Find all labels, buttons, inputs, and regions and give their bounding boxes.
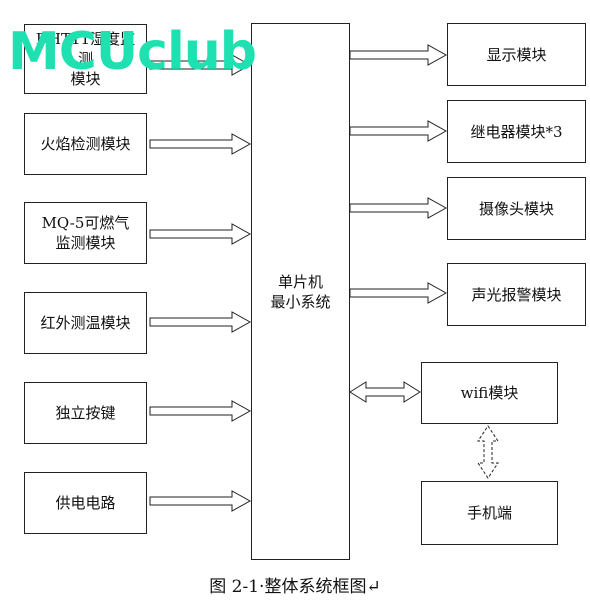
input-module-infrared: 红外测温模块 (24, 292, 147, 354)
input-module-dht11: DHT11湿度监测 模块 (24, 24, 147, 94)
input-module-line1: 供电电路 (55, 494, 116, 512)
mcu-minimum-system: 单片机 最小系统 (251, 23, 350, 560)
input-module-line2: 监测模块 (55, 234, 116, 252)
input-module-line1: 红外测温模块 (40, 314, 131, 332)
arrow-keys-to-mcu (149, 400, 252, 422)
mcu-line1: 单片机 (277, 272, 323, 291)
wifi-module-label: wifi模块 (460, 384, 519, 402)
output-module-alarm: 声光报警模块 (447, 263, 586, 326)
mcu-line2: 最小系统 (270, 292, 331, 311)
arrow-infrared-to-mcu (149, 311, 252, 333)
figure-caption: 图 2-1·整体系统框图↵ (209, 577, 381, 597)
arrow-mcu-to-display (349, 44, 448, 66)
arrow-mcu-wifi-bidirectional (349, 381, 421, 403)
output-module-display: 显示模块 (447, 23, 586, 86)
input-module-flame: 火焰检测模块 (24, 113, 147, 175)
phone-terminal-label: 手机端 (466, 504, 512, 522)
output-module-label: 继电器模块*3 (470, 122, 563, 141)
output-module-camera: 摄像头模块 (447, 177, 586, 240)
input-module-line1: DHT11湿度监测 (35, 30, 136, 68)
arrow-power-to-mcu (149, 490, 252, 512)
input-module-line1: MQ-5可燃气 (41, 214, 130, 232)
arrow-mcu-to-camera (349, 197, 448, 219)
input-module-keys: 独立按键 (24, 382, 147, 444)
input-module-line2: 模块 (70, 70, 101, 88)
output-module-label: 摄像头模块 (478, 199, 554, 218)
mcuclub-watermark: MCUclub (8, 22, 257, 82)
input-module-power: 供电电路 (24, 472, 147, 534)
phone-terminal: 手机端 (421, 481, 558, 545)
arrow-mcu-to-alarm (349, 282, 448, 304)
arrow-flame-to-mcu (149, 133, 252, 155)
arrow-wifi-phone-wireless (477, 425, 499, 479)
arrow-mcu-to-relay (349, 120, 448, 142)
input-module-line1: 火焰检测模块 (40, 135, 131, 153)
input-module-line1: 独立按键 (55, 404, 116, 422)
output-module-label: 声光报警模块 (471, 285, 562, 304)
input-module-mq5: MQ-5可燃气 监测模块 (24, 202, 147, 264)
arrow-mq5-to-mcu (149, 223, 252, 245)
wifi-module: wifi模块 (421, 362, 558, 424)
output-module-label: 显示模块 (486, 45, 547, 64)
output-module-relay: 继电器模块*3 (447, 100, 586, 163)
